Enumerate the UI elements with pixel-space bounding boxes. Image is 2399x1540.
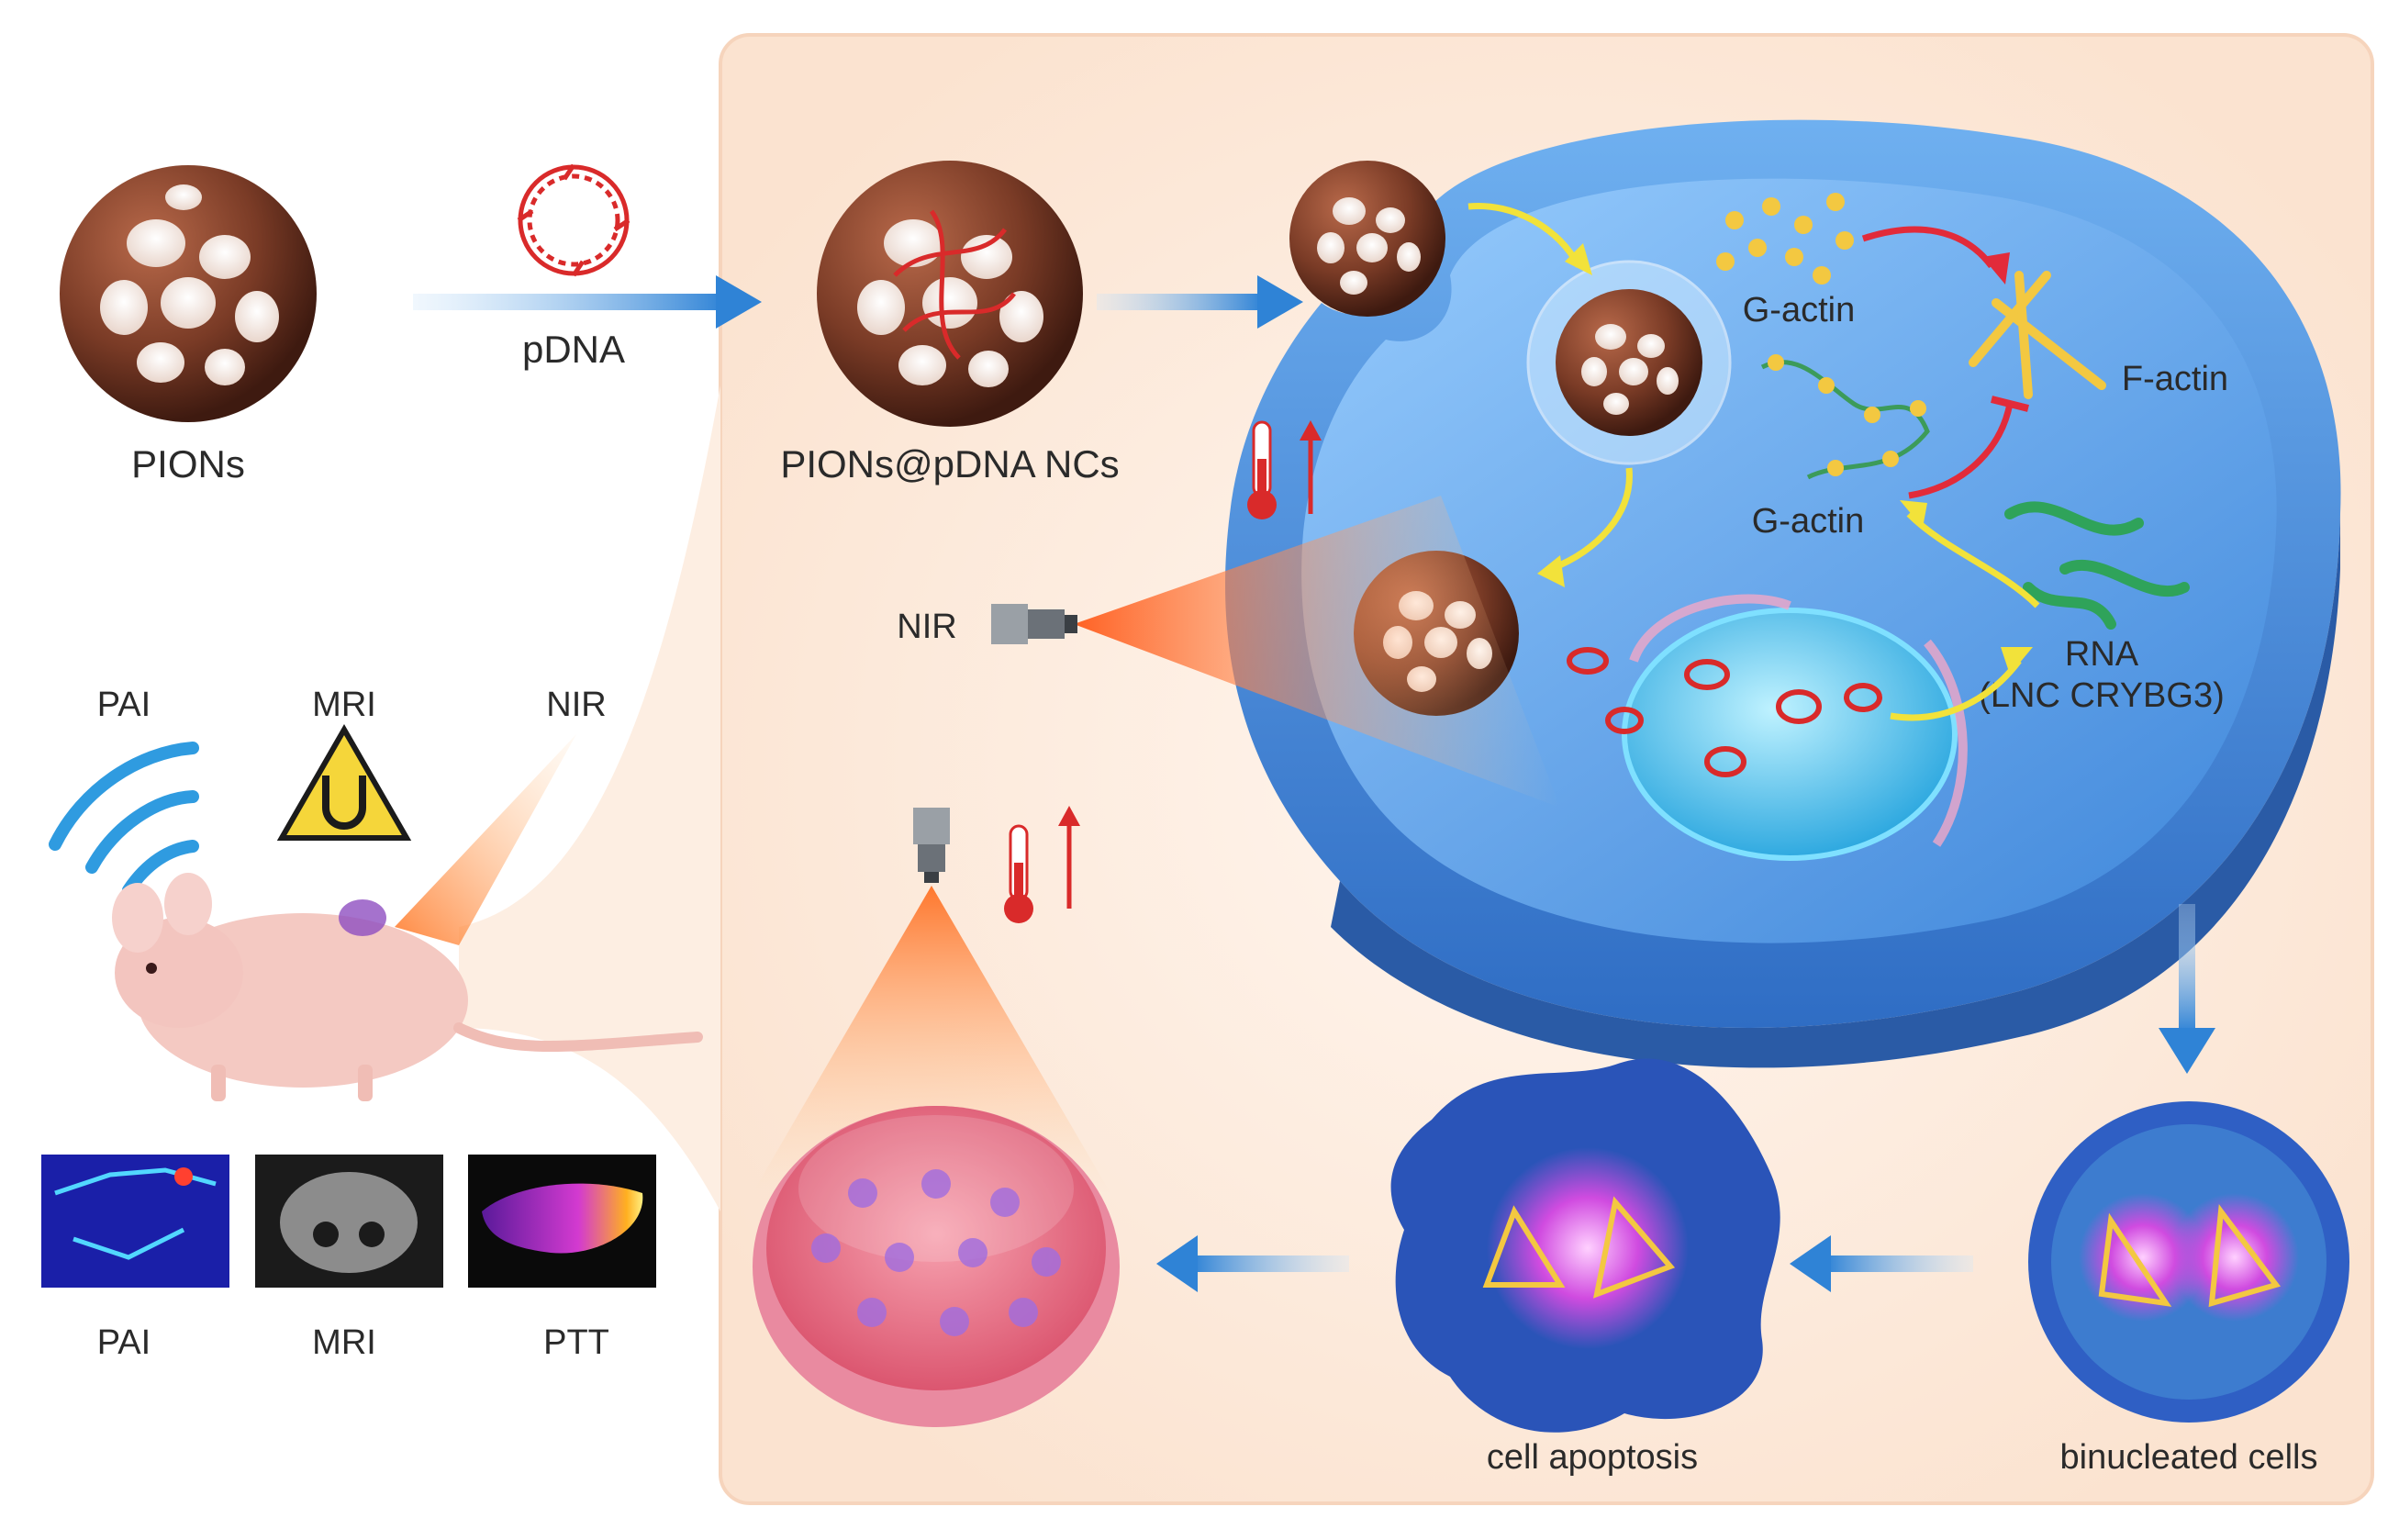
mri-image-right-spot [359,1222,385,1247]
apoptotic-cell-icon [1390,1058,1780,1433]
rna-label: RNA [2065,635,2139,674]
cell-apoptosis-label: cell apoptosis [1487,1438,1698,1477]
pions-pdna-label: PIONs@pDNA NCs [780,442,1119,485]
pdna-rings [1567,647,1882,777]
dish-cells [811,1169,1061,1336]
flow-arrow-left-1-shaft [1826,1255,1973,1272]
mouse-icon [112,873,703,1101]
ptt-bottom-label: PTT [543,1323,609,1362]
laser-icon [991,604,1077,644]
g-actin-mid-label: G-actin [1752,502,1864,541]
g-actin-chain [1760,360,1930,480]
endoplasmic-reticulum [1629,594,1968,847]
flow-arrow-left-2-head [1156,1235,1198,1292]
nir-top-label: NIR [546,686,606,724]
flow-arrow-left-1-head [1790,1235,1831,1292]
yellow-arrow-heads [1537,243,2033,675]
flow-arrow-down-head [2159,1028,2215,1074]
zoom-funnel [459,385,720,1211]
g-actin-chain-dots [1768,354,1926,476]
pions-nanocage-icon [60,165,317,422]
pai-image-hotspot [174,1167,193,1186]
temperature-up-arrow [1300,420,1322,514]
pai-image-thumbnail [41,1155,229,1288]
ptt-image-heat [482,1183,643,1254]
endosome-nanocage-icon [1556,289,1702,436]
endocytosing-nanocage-icon [1289,161,1445,317]
flow-arrow-2-head [1257,275,1303,329]
flow-arrow-1-head [716,275,762,329]
red-arrow-polymerize [1861,226,1994,269]
lnc-label: (LNC CRYBG3) [1979,676,2224,715]
binucleated-cells-label: binucleated cells [2060,1438,2318,1477]
nir-cell-label: NIR [897,608,956,646]
nir-beam-dish [753,886,1110,1193]
pai-top-label: PAI [97,686,151,724]
flow-arrow-down-shaft [2179,904,2195,1032]
wave-signal-icon [49,742,199,897]
pai-bottom-label: PAI [97,1323,151,1362]
mri-top-label: MRI [312,686,376,724]
magnet-warning-icon [276,723,412,841]
g-actin-dots [1716,193,1854,285]
f-actin-filaments [1969,271,2106,399]
red-inhibition-bar [1991,396,2029,412]
g-actin-top-label: G-actin [1743,291,1855,329]
nir-beam-mouse [395,734,576,945]
flow-arrow-left-2-shaft [1193,1255,1349,1272]
mri-image-left-spot [313,1222,339,1247]
dish-thermometer-icon [1004,824,1033,923]
binucleated-cell-icon [2028,1101,2349,1423]
plasmid-dna-icon [517,163,630,277]
mri-bottom-label: MRI [312,1323,376,1362]
red-arrow-polymerize-head [1982,252,2010,285]
dish-laser-icon [913,808,950,883]
pions-label: PIONs [131,442,245,485]
dish-temperature-up-arrow [1058,806,1080,909]
flow-arrow-1-shaft [413,294,725,310]
mri-image-anatomy [280,1172,418,1273]
flow-arrow-2-shaft [1097,294,1262,310]
nucleus [1622,608,1958,861]
thermometer-icon [1247,420,1277,519]
rna-strands [2004,501,2190,630]
petri-dish-icon [753,1106,1120,1427]
red-inhibition-line [1908,403,2014,499]
pdna-label: pDNA [522,328,625,371]
pions-pdna-nanocage-icon [817,161,1083,427]
f-actin-label: F-actin [2122,360,2228,398]
nir-beam-cell [1074,496,1560,808]
